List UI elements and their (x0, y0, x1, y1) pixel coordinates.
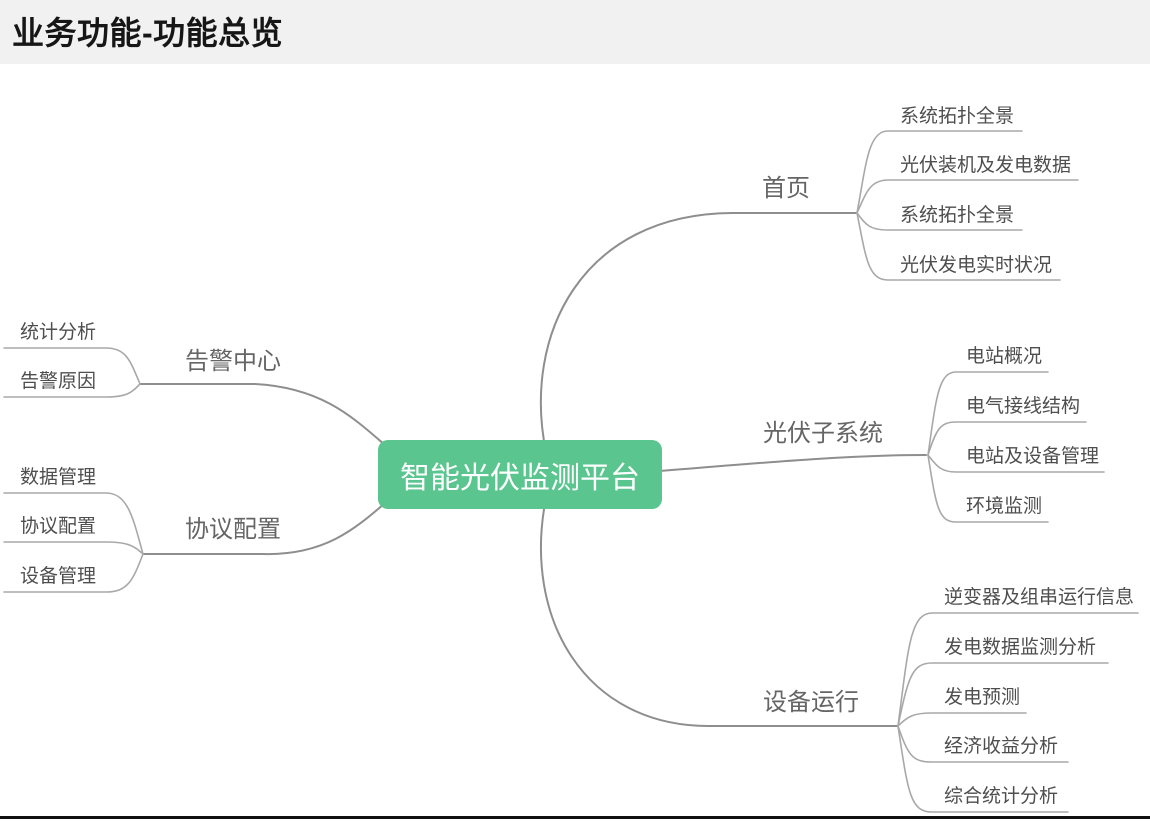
leaf-topic[interactable]: 经济收益分析 (944, 736, 1059, 757)
leaf-line (897, 612, 1139, 727)
leaf-topic[interactable]: 协议配置 (20, 516, 97, 537)
branch-topic-device-run[interactable]: 设备运行 (763, 689, 859, 716)
leaf-topic[interactable]: 逆变器及组串运行信息 (944, 587, 1135, 608)
page-title: 业务功能-功能总览 (12, 15, 284, 51)
branch-line-pv-subsystem (659, 454, 927, 472)
leaf-topic[interactable]: 设备管理 (20, 566, 97, 587)
leaf-topic[interactable]: 数据管理 (20, 467, 97, 488)
leaf-line (897, 712, 1027, 727)
leaf-topic[interactable]: 发电数据监测分析 (944, 637, 1097, 658)
leaf-topic[interactable]: 环境监测 (966, 496, 1043, 517)
root-topic[interactable]: 智能光伏监测平台 (378, 440, 662, 509)
branch-topic-protocol-config[interactable]: 协议配置 (185, 516, 281, 543)
leaf-topic[interactable]: 发电预测 (944, 687, 1021, 708)
leaf-topic[interactable]: 系统拓扑全景 (900, 106, 1015, 127)
branch-topic-pv-subsystem[interactable]: 光伏子系统 (763, 420, 883, 447)
root-topic-label: 智能光伏监测平台 (400, 461, 640, 495)
title-bar: 业务功能-功能总览 (0, 0, 1150, 64)
leaf-topic[interactable]: 综合统计分析 (944, 786, 1059, 807)
branch-line-alarm-center (139, 383, 399, 457)
branch-topic-alarm-center[interactable]: 告警中心 (185, 348, 281, 375)
leaf-topic[interactable]: 光伏装机及发电数据 (900, 155, 1072, 176)
slide-bottom-rule (0, 816, 1150, 819)
leaf-topic[interactable]: 电站概况 (966, 346, 1043, 367)
branch-topic-home[interactable]: 首页 (762, 175, 810, 202)
leaf-topic[interactable]: 统计分析 (20, 322, 97, 343)
leaf-line (3, 541, 144, 555)
leaf-topic[interactable]: 系统拓扑全景 (900, 205, 1015, 226)
leaf-topic[interactable]: 光伏发电实时状况 (900, 255, 1053, 276)
branch-line-home (539, 212, 858, 453)
leaf-topic[interactable]: 电站及设备管理 (966, 446, 1100, 467)
leaf-topic[interactable]: 告警原因 (20, 371, 97, 392)
leaf-topic[interactable]: 电气接线结构 (966, 396, 1081, 417)
